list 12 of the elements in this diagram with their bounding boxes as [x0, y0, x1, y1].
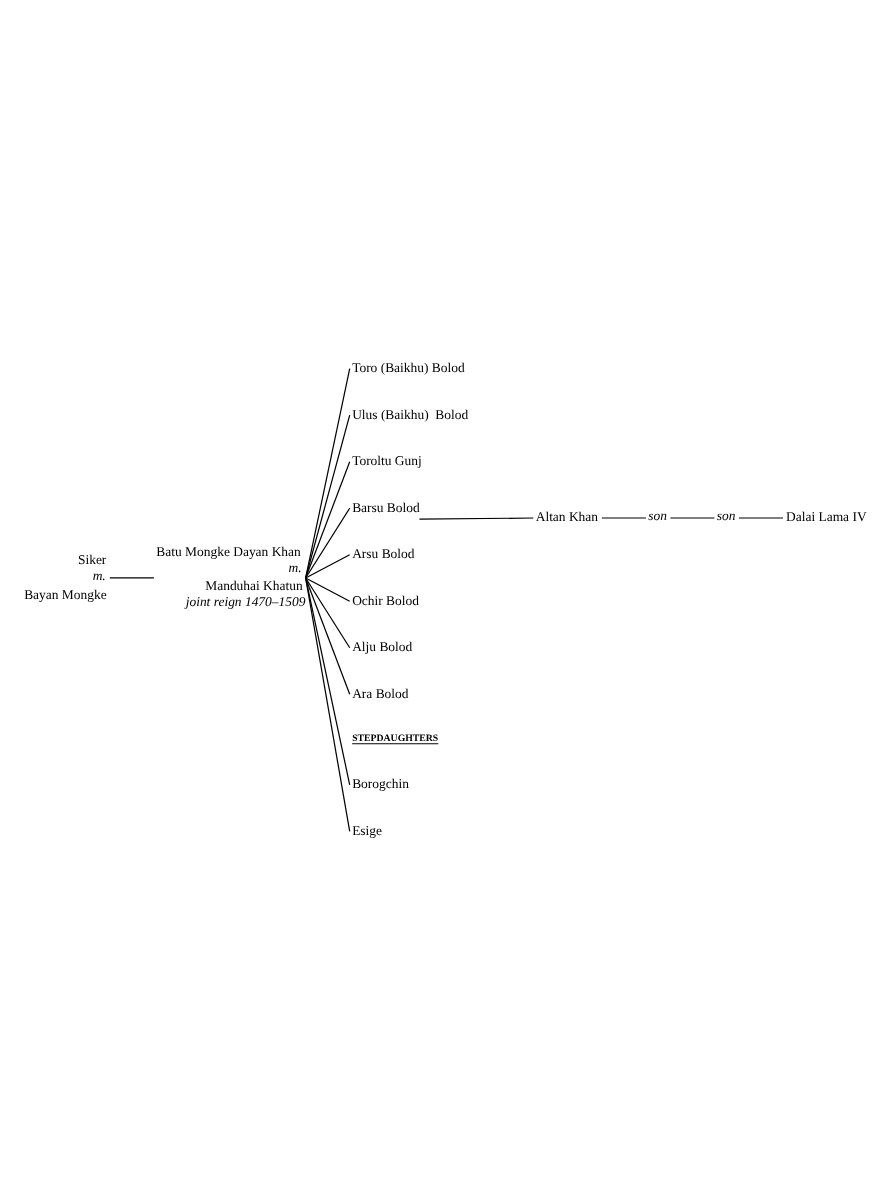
connector	[305, 507, 351, 579]
connector	[305, 554, 351, 579]
connector	[418, 517, 534, 520]
connector	[305, 414, 351, 579]
connector	[305, 577, 351, 602]
connector	[305, 461, 351, 579]
connector	[305, 577, 351, 695]
connector	[109, 577, 155, 579]
connector	[305, 577, 351, 786]
connector	[305, 577, 351, 832]
connector	[305, 577, 351, 649]
connector	[305, 368, 351, 579]
